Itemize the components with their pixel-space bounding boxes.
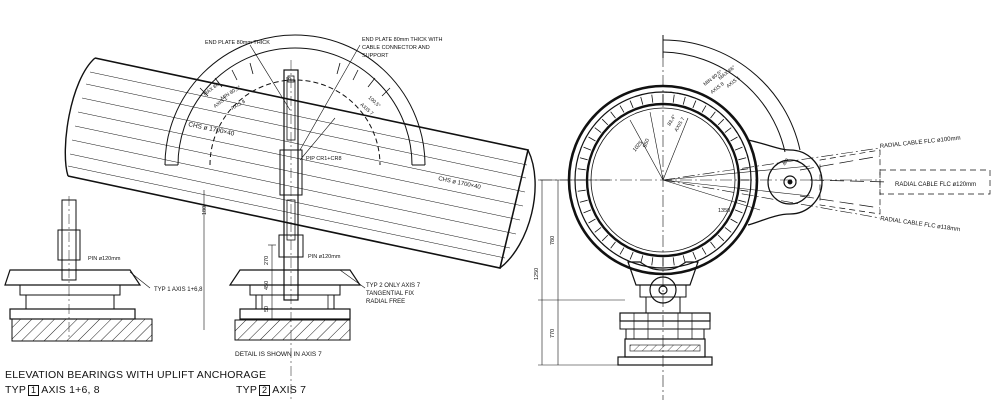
- arc-label-axis8: AXIS 8: [230, 99, 247, 112]
- caption-title: ELEVATION BEARINGS WITH UPLIFT ANCHORAGE: [5, 369, 267, 381]
- ring-tick: [717, 234, 725, 242]
- support-bracket: [617, 261, 713, 366]
- right-arc-axis1: AXIS 1: [726, 75, 742, 89]
- ring-tick: [738, 157, 747, 161]
- ring-tick: [734, 209, 743, 214]
- right-dimension-chain: [538, 179, 625, 366]
- ring-tick: [588, 136, 596, 142]
- dim-180: 180: [202, 206, 208, 215]
- ring-tick: [692, 251, 697, 260]
- ring-tick: [651, 257, 654, 266]
- dim-1250: 1250: [534, 268, 540, 280]
- ring-tick: [701, 105, 707, 113]
- ring-tick: [734, 146, 743, 151]
- ring-tick: [692, 100, 697, 109]
- ring-tick: [682, 255, 686, 264]
- right-arc-axis8: AXIS 8: [710, 81, 726, 95]
- ring-tick: [619, 105, 625, 113]
- ring-tick: [717, 118, 725, 126]
- bearing-typ1: [4, 196, 153, 342]
- end-plate-cable-label-1: END PLATE 80mm THICK WITH: [362, 37, 443, 43]
- cable-arm: [747, 139, 823, 226]
- typ2-box: 2: [259, 385, 271, 396]
- ring-tick: [651, 94, 654, 103]
- dim-450: 450: [264, 281, 270, 290]
- ring-tick: [619, 247, 625, 255]
- radial-cable-120-label: RADIAL CABLE FLC ø120mm: [895, 182, 976, 188]
- ring-tick: [738, 199, 747, 203]
- typ1-box: 1: [28, 385, 40, 396]
- dim-400: 400: [782, 157, 790, 166]
- left-elevation: [4, 34, 536, 400]
- typ1-prefix: TYP: [5, 384, 27, 396]
- typ2-label-3: RADIAL FREE: [366, 299, 405, 305]
- ring-tick: [672, 257, 675, 266]
- ring-tick: [724, 127, 732, 133]
- pin-cr-label: PIP CR1+CR8: [306, 156, 342, 162]
- ring-tick: [724, 227, 732, 233]
- dim-950: 950: [642, 138, 651, 149]
- ring-tick: [730, 136, 738, 142]
- ring-tick: [601, 118, 609, 126]
- typ2-label-1: TYP 2 ONLY AXIS 7: [366, 283, 421, 289]
- ring-tick: [577, 168, 586, 171]
- end-plate-80-label: END PLATE 80mm THICK: [205, 40, 270, 46]
- radial-cable-118-label: RADIAL CABLE FLC ø118mm: [880, 216, 961, 233]
- ring-tick: [610, 241, 616, 249]
- ring-tick: [672, 94, 675, 103]
- ring-tick: [583, 209, 592, 214]
- right-section: [538, 35, 991, 400]
- typ1-axis-label: TYP 1 AXIS 1+6,8: [154, 287, 203, 293]
- pin-120-left-label: PIN ø120mm: [88, 256, 121, 262]
- ring-tick: [577, 189, 586, 192]
- radial-cable-100-label: RADIAL CABLE FLC ø100mm: [880, 136, 961, 150]
- ring-tick: [682, 96, 686, 105]
- typ2-text: AXIS 7: [272, 384, 307, 396]
- chs-label-left: CHS ø 1700×40: [188, 121, 236, 138]
- dim-780: 780: [550, 236, 556, 245]
- right-arc-83: 83,4°: [667, 114, 678, 127]
- ring-tick: [601, 234, 609, 242]
- ring-tick: [710, 111, 716, 119]
- ring-tick: [640, 255, 644, 264]
- ring-tick: [701, 247, 707, 255]
- ring-tick: [579, 157, 588, 161]
- ring-tick: [583, 146, 592, 151]
- dim-50: 50: [264, 306, 270, 312]
- ring-tick: [594, 227, 602, 233]
- left-labels: END PLATE 80mm THICK END PLATE 80mm THIC…: [88, 37, 482, 358]
- ring-tick: [629, 100, 634, 109]
- left-angle-arcs: [164, 34, 426, 166]
- dim-90: 90: [286, 76, 292, 81]
- dim-270: 270: [264, 256, 270, 265]
- ring-tick: [740, 189, 749, 192]
- ring-tick: [730, 218, 738, 224]
- end-plate-cable-label-2: CABLE CONNECTOR AND: [362, 45, 430, 51]
- end-plate-cable-label-3: SUPPORT: [362, 53, 389, 59]
- detail-note: DETAIL IS SHOWN IN AXIS 7: [235, 351, 322, 358]
- ring-tick: [629, 251, 634, 260]
- chs-tube: [64, 57, 536, 269]
- dim-1350: 1350: [718, 208, 730, 214]
- ring-tick: [588, 218, 596, 224]
- ring-tick: [594, 127, 602, 133]
- typ2-label-2: TANGENTIAL FIX: [366, 291, 414, 297]
- ring-tick: [740, 168, 749, 171]
- ring-tick: [710, 241, 716, 249]
- end-plate-stack: [278, 60, 304, 400]
- pin-120-right-label: PIN ø120mm: [308, 254, 341, 260]
- typ2-prefix: TYP: [236, 384, 258, 396]
- typ1-text: AXIS 1+6, 8: [41, 384, 100, 396]
- right-angle-arcs: [662, 35, 801, 159]
- ring-tick: [640, 96, 644, 105]
- bearing-typ2: [228, 269, 366, 341]
- ring-tick: [579, 199, 588, 203]
- dim-770: 770: [550, 329, 556, 338]
- ring-tick: [610, 111, 616, 119]
